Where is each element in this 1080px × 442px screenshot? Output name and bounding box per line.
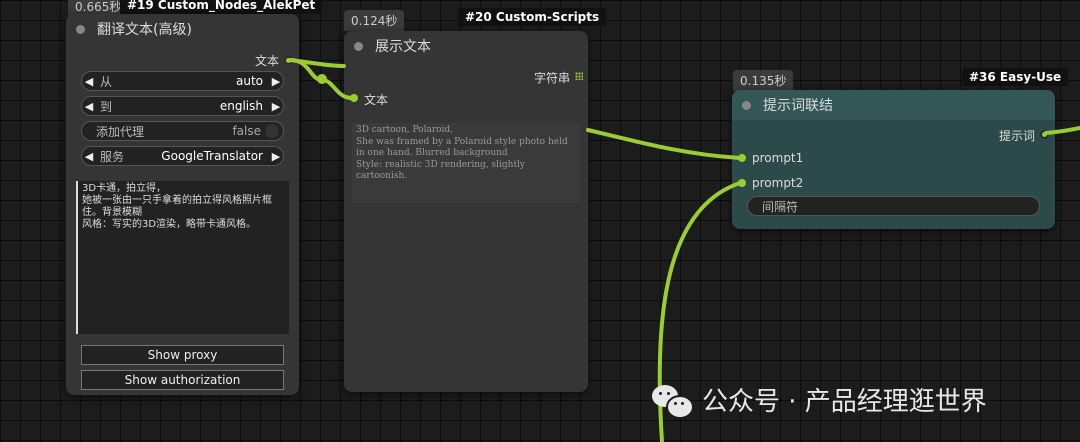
wire-reroute-dot: [317, 74, 327, 84]
collapse-dot-icon[interactable]: [354, 41, 363, 51]
show-text-area[interactable]: 3D cartoon, Polaroid, She was framed by …: [352, 123, 580, 203]
node-translate-id: #19 Custom_Nodes_AlekPet: [120, 0, 323, 14]
separator-input[interactable]: 间隔符: [747, 196, 1040, 216]
wire-translate-to-show: [288, 58, 354, 100]
output-prompt-label: 提示词: [998, 129, 1035, 143]
node-translate-time: 0.665秒: [68, 0, 129, 17]
node-join-id: #36 Easy-Use: [962, 68, 1069, 86]
output-text-slot[interactable]: [284, 56, 293, 65]
node-translate-title-bar[interactable]: 翻译文本(高级): [66, 14, 299, 44]
watermark-text: 公众号 · 产品经理逛世界: [702, 387, 987, 417]
node-join-title: 提示词联结: [763, 98, 833, 114]
wechat-icon: [652, 383, 694, 419]
arrow-right-icon[interactable]: ▶: [271, 99, 281, 113]
node-show-title-bar[interactable]: 展示文本: [344, 31, 588, 61]
combo-service[interactable]: ◀ 服务 GoogleTranslator ▶: [81, 146, 284, 166]
toggle-proxy[interactable]: 添加代理 false: [81, 121, 284, 141]
input-prompt1-label: prompt1: [752, 151, 804, 165]
watermark: 公众号 · 产品经理逛世界: [652, 381, 987, 419]
node-join-time: 0.135秒: [733, 70, 794, 91]
output-string-label: 字符串: [533, 71, 570, 85]
arrow-left-icon[interactable]: ◀: [84, 99, 94, 113]
input-text-label: 文本: [364, 93, 389, 107]
collapse-dot-icon[interactable]: [76, 24, 85, 34]
input-prompt2-label: prompt2: [752, 176, 804, 190]
node-show-id: #20 Custom-Scripts: [458, 8, 607, 26]
node-show-text[interactable]: 展示文本 字符串 文本 3D cartoon, Polaroid, She wa…: [344, 31, 588, 392]
output-text-label: 文本: [254, 54, 279, 68]
wire-show-to-join: [586, 128, 742, 160]
node-translate[interactable]: 翻译文本(高级) 文本 ◀ 从 auto ▶ ◀ 到 english ▶ 添加代…: [66, 14, 299, 395]
toggle-knob-icon[interactable]: [265, 124, 279, 138]
input-prompt1-slot[interactable]: [738, 154, 746, 162]
node-join-prompts[interactable]: 提示词联结 提示词 prompt1 prompt2 间隔符: [732, 90, 1055, 229]
arrow-right-icon[interactable]: ▶: [271, 149, 281, 163]
arrow-left-icon[interactable]: ◀: [84, 149, 94, 163]
input-prompt2-slot[interactable]: [738, 179, 746, 187]
output-prompt-slot[interactable]: [1040, 130, 1049, 139]
collapse-dot-icon[interactable]: [742, 100, 751, 110]
node-show-time: 0.124秒: [344, 10, 405, 31]
node-translate-title: 翻译文本(高级): [97, 22, 192, 38]
input-text-slot[interactable]: [350, 94, 358, 102]
arrow-right-icon[interactable]: ▶: [271, 74, 281, 88]
combo-from[interactable]: ◀ 从 auto ▶: [81, 71, 284, 91]
arrow-left-icon[interactable]: ◀: [84, 74, 94, 88]
grid-output-icon[interactable]: [575, 72, 583, 80]
node-show-title: 展示文本: [375, 39, 431, 55]
translate-text-area[interactable]: 3D卡通，拍立得， 她被一张由一只手拿着的拍立得风格照片框住。背景模糊 风格：写…: [76, 181, 289, 334]
show-proxy-button[interactable]: Show proxy: [81, 345, 284, 365]
show-authorization-button[interactable]: Show authorization: [81, 370, 284, 390]
node-join-title-bar[interactable]: 提示词联结: [732, 90, 1055, 120]
combo-to[interactable]: ◀ 到 english ▶: [81, 96, 284, 116]
